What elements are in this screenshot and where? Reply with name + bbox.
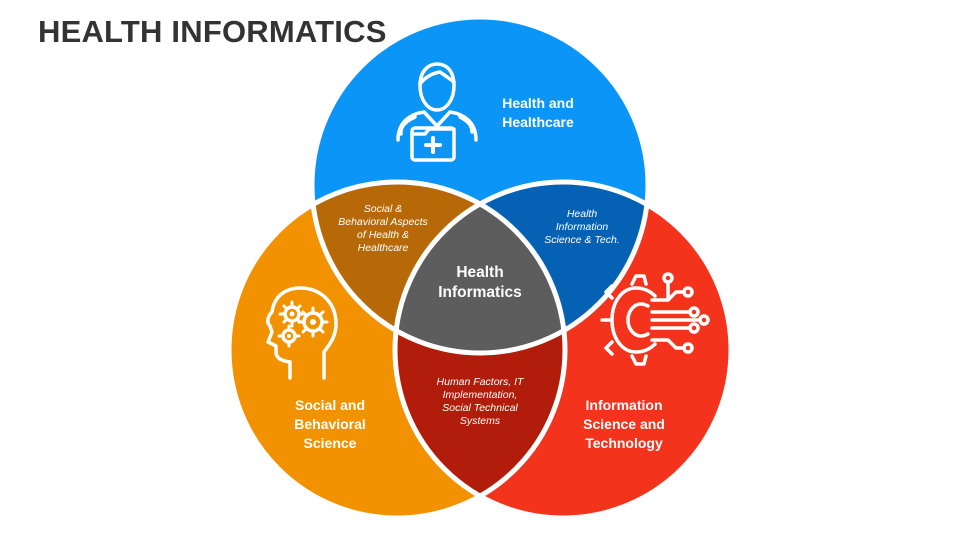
label-social-behavioral: Social and Behavioral Science [294, 397, 366, 451]
page-title: HEALTH INFORMATICS [38, 14, 387, 49]
label-center-health-informatics: Health Informatics [438, 264, 522, 301]
label-health-healthcare: Health and Healthcare [502, 95, 574, 130]
label-overlap-social-info: Human Factors, IT Implementation, Social… [436, 376, 524, 427]
doctor-icon [396, 62, 478, 162]
label-overlap-health-info: Health Information Science & Tech. [544, 208, 620, 246]
head-gears-icon [266, 286, 338, 380]
label-information-technology: Information Science and Technology [583, 397, 665, 451]
gear-circuit-icon [600, 272, 710, 366]
label-overlap-health-social: Social & Behavioral Aspects of Health & … [338, 203, 428, 254]
